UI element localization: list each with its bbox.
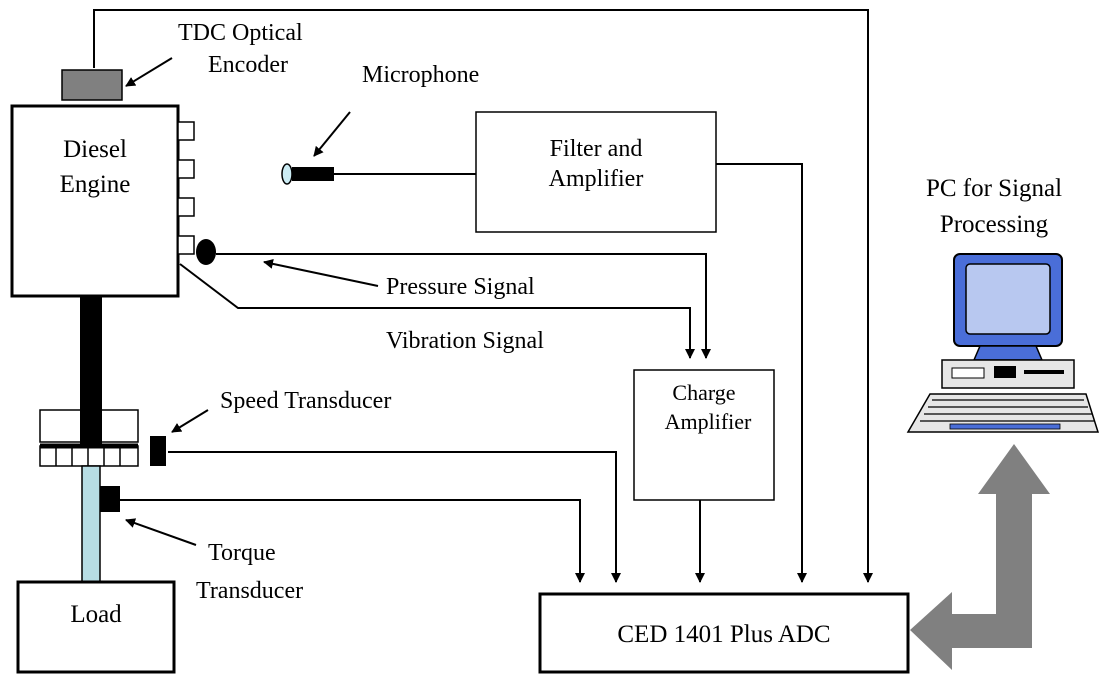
lower-shaft bbox=[81, 465, 101, 583]
adc-box bbox=[538, 592, 910, 674]
pressure-signal-label: Pressure Signal bbox=[386, 274, 535, 300]
torque-signal-wire bbox=[120, 499, 585, 583]
adc-label: CED 1401 Plus ADC bbox=[617, 621, 830, 648]
filter-label-line1: Filter and bbox=[550, 136, 643, 162]
pc-computer-icon bbox=[906, 253, 1100, 433]
pressure-pointer-arrow bbox=[263, 258, 379, 287]
tdc-encoder bbox=[61, 69, 123, 101]
filter-output-wire bbox=[716, 163, 807, 583]
tdc-signal-wire bbox=[93, 9, 873, 583]
tdc-pointer-arrow bbox=[125, 57, 173, 87]
engine-port bbox=[177, 159, 195, 179]
speed-signal-wire bbox=[168, 451, 621, 583]
torque-pointer-arrow bbox=[125, 518, 197, 546]
torque-transducer bbox=[100, 486, 120, 512]
engine-label-line1: Diesel bbox=[63, 136, 127, 163]
microphone-head bbox=[281, 163, 293, 185]
vibration-signal-label: Vibration Signal bbox=[386, 328, 544, 354]
microphone-label: Microphone bbox=[362, 62, 479, 88]
tdc-label-line1: TDC Optical bbox=[178, 20, 303, 46]
engine-port bbox=[177, 235, 195, 255]
pc-adc-link-arrow bbox=[910, 444, 1050, 670]
microphone-pointer-arrow bbox=[313, 111, 351, 157]
pc-label-line2: Processing bbox=[940, 211, 1049, 238]
charge-label-line1: Charge bbox=[672, 380, 735, 405]
vibration-signal-wire bbox=[179, 263, 695, 359]
microphone-body bbox=[292, 167, 334, 181]
speed-transducer bbox=[150, 436, 166, 466]
engine-port bbox=[177, 197, 195, 217]
charge-label-line2: Amplifier bbox=[665, 409, 752, 434]
engine-label-line2: Engine bbox=[60, 171, 131, 198]
torque-label-line2: Transducer bbox=[196, 578, 303, 604]
filter-label-line2: Amplifier bbox=[549, 166, 644, 192]
diesel-engine bbox=[10, 104, 180, 298]
tdc-label-line2: Encoder bbox=[208, 52, 288, 78]
engine-port bbox=[177, 121, 195, 141]
speed-pointer-arrow bbox=[171, 409, 209, 433]
filter-amplifier-box bbox=[475, 111, 717, 233]
load-box bbox=[16, 580, 176, 674]
pressure-sensor bbox=[196, 239, 216, 265]
charge-amplifier-box bbox=[633, 369, 775, 501]
speed-label: Speed Transducer bbox=[220, 388, 391, 414]
engine-shaft bbox=[80, 296, 102, 442]
pressure-signal-wire bbox=[216, 253, 711, 359]
speed-wheel bbox=[39, 409, 139, 467]
torque-label-line1: Torque bbox=[208, 540, 276, 566]
load-label: Load bbox=[70, 601, 122, 628]
pc-label-line1: PC for Signal bbox=[926, 175, 1062, 202]
